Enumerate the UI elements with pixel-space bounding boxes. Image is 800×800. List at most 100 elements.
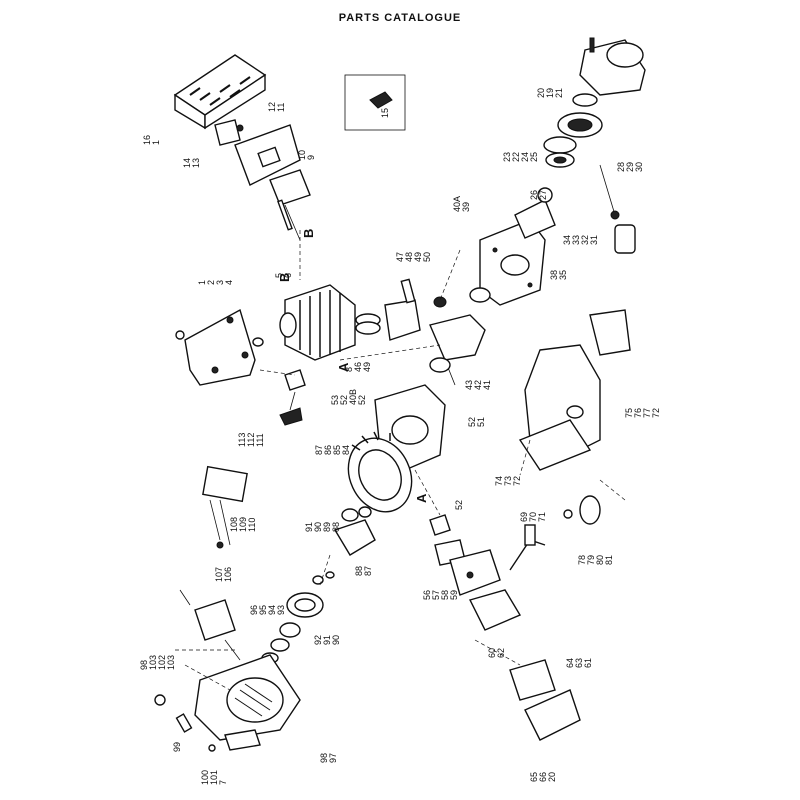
callout-number: 9 bbox=[306, 155, 316, 160]
callout-number: 8 bbox=[344, 367, 354, 372]
callout-number: 93 bbox=[276, 605, 286, 615]
callout-number: 95 bbox=[258, 605, 268, 615]
callout-number: 15 bbox=[380, 108, 390, 118]
callout-number: 81 bbox=[604, 555, 614, 565]
callout-number: 12 bbox=[267, 102, 277, 112]
callout-number: 110 bbox=[247, 518, 257, 532]
callout-number: 72 bbox=[512, 476, 522, 486]
callout-number: 29 bbox=[625, 162, 635, 172]
page-title: PARTS CATALOGUE bbox=[338, 12, 462, 24]
callout-number: 88 bbox=[331, 522, 341, 532]
callout-number: 106 bbox=[223, 567, 233, 582]
connector-lines bbox=[175, 230, 626, 691]
callout-number: 52 bbox=[454, 500, 464, 510]
callout-number: 2 bbox=[206, 280, 216, 285]
clutch-drum-part bbox=[286, 592, 324, 618]
callout-number: 19 bbox=[545, 88, 555, 98]
starter-handle-part bbox=[614, 224, 636, 254]
callout-number: 20 bbox=[547, 772, 557, 782]
gasket-part bbox=[269, 169, 311, 206]
callout-number: 40A bbox=[452, 196, 462, 212]
washer-part bbox=[543, 136, 577, 154]
callout-number: 42 bbox=[473, 380, 483, 390]
callout-number: 94 bbox=[267, 605, 277, 615]
piston-part bbox=[384, 299, 421, 341]
flywheel-part bbox=[347, 431, 413, 513]
callout-number: 103 bbox=[166, 655, 176, 670]
callout-number: 69 bbox=[519, 512, 529, 522]
callout-number: 39 bbox=[461, 202, 471, 212]
callout-number: 79 bbox=[586, 555, 596, 565]
callout-number: 1 bbox=[197, 280, 207, 285]
callout-number: 41 bbox=[482, 380, 492, 390]
callout-number: 46 bbox=[353, 362, 363, 372]
callout-number: 92 bbox=[313, 635, 323, 645]
carburetor-part bbox=[449, 549, 501, 596]
callout-number: 14 bbox=[182, 158, 192, 168]
clutch-part bbox=[333, 506, 376, 556]
callout-number: 78 bbox=[577, 555, 587, 565]
callout-number: 38 bbox=[549, 270, 559, 280]
cylinder-part bbox=[279, 284, 356, 361]
air-cover-part bbox=[524, 689, 581, 741]
callout-number: 33 bbox=[571, 235, 581, 245]
fan-housing-part bbox=[194, 654, 301, 751]
callout-number: 59 bbox=[449, 590, 459, 600]
callout-number: 10 bbox=[297, 150, 307, 160]
parts-artwork bbox=[154, 37, 646, 752]
callout-number: 103 bbox=[148, 655, 158, 670]
callout-number: 64 bbox=[565, 658, 575, 668]
callout-number: 102 bbox=[157, 655, 167, 670]
needle-bearing-part bbox=[433, 296, 447, 308]
callout-number: 75 bbox=[624, 408, 634, 418]
ref-letter-a-mid: A bbox=[336, 362, 351, 372]
callout-number: 47 bbox=[395, 252, 405, 262]
callout-number: 72 bbox=[651, 408, 661, 418]
callout-number: 87 bbox=[363, 566, 373, 576]
callout-number: 30 bbox=[634, 162, 644, 172]
callout-group: 52 bbox=[454, 500, 464, 510]
callout-number: 26 bbox=[529, 190, 539, 200]
callout-number: 84 bbox=[341, 445, 351, 455]
callout-number: 108 bbox=[229, 517, 239, 532]
callout-number: 52 bbox=[357, 395, 367, 405]
callout-number: 56 bbox=[422, 590, 432, 600]
callout-number: 80 bbox=[595, 555, 605, 565]
callout-number: 48 bbox=[404, 252, 414, 262]
callout-number: 112 bbox=[246, 433, 256, 447]
callout-number: 66 bbox=[538, 772, 548, 782]
callout-number: 58 bbox=[440, 590, 450, 600]
cover-plate-part bbox=[184, 308, 256, 386]
ref-letter-b-mid: B bbox=[277, 273, 292, 282]
callout-number: 40B bbox=[348, 389, 358, 405]
callout-number: 107 bbox=[214, 567, 224, 582]
callout-number: 52 bbox=[339, 395, 349, 405]
callout-number: 91 bbox=[304, 522, 314, 532]
callout-number: 25 bbox=[529, 152, 539, 162]
callout-number: 7 bbox=[218, 780, 228, 785]
carb-gasket-part bbox=[429, 514, 451, 536]
callout-number: 101 bbox=[209, 770, 219, 785]
callout-number: 34 bbox=[562, 235, 572, 245]
ref-letter-b-top: B bbox=[301, 229, 316, 238]
